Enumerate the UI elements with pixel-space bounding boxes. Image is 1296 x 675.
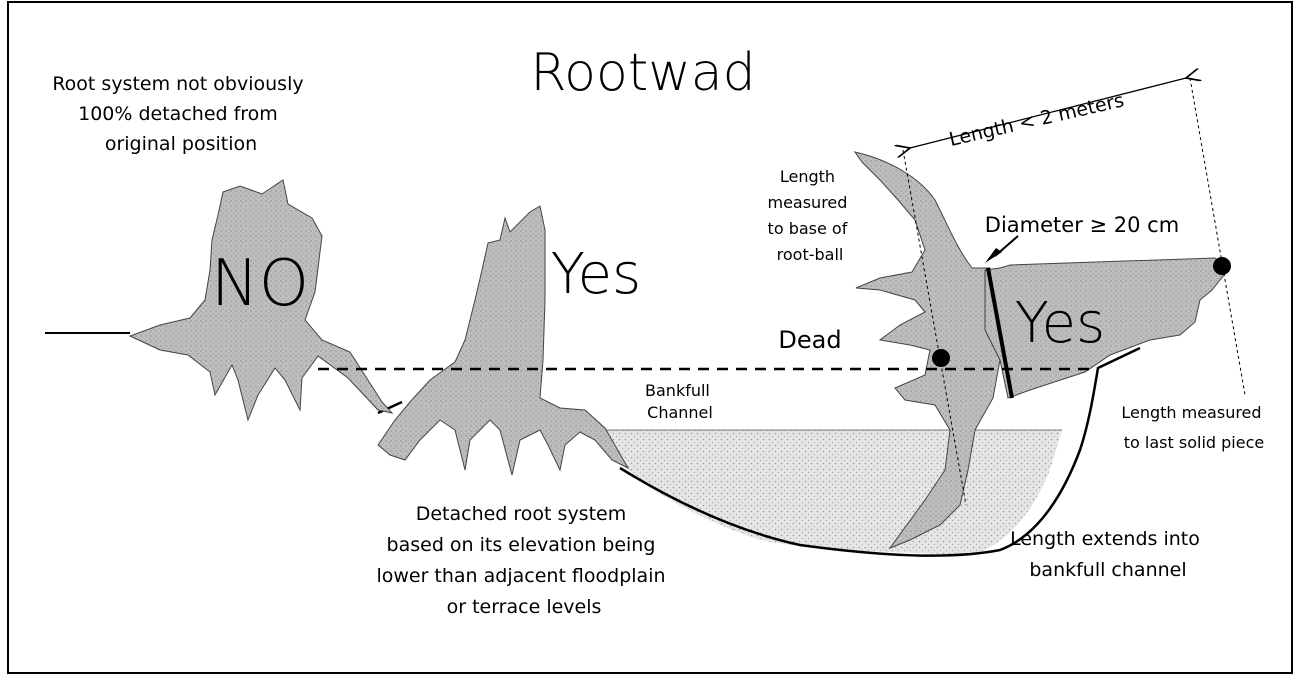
no-label: NO <box>211 247 309 321</box>
diagram-title: Rootwad <box>530 43 755 103</box>
length-end-dot <box>1213 257 1231 275</box>
detached-root-system-note: Detached root system based on its elevat… <box>376 503 671 618</box>
extends-into-channel-note: Length extends into bankfull channel <box>1010 528 1206 581</box>
diameter-arrow-head <box>985 248 1002 263</box>
bankfull-water-area <box>603 430 1062 555</box>
length-guide-right <box>1190 78 1245 395</box>
yes-right-label: Yes <box>1015 291 1105 356</box>
yes-middle-label: Yes <box>551 242 641 307</box>
length-limit-label: Length < 2 meters <box>947 89 1126 151</box>
bankfull-channel-label: Bankfull Channel <box>645 381 715 422</box>
length-base-note: Length measured to base of root-ball <box>767 167 852 264</box>
last-piece-note: Length measured to last solid piece <box>1121 403 1266 452</box>
diameter-label: Diameter ≥ 20 cm <box>985 213 1179 237</box>
not-detached-note: Root system not obviously 100% detached … <box>52 73 309 155</box>
dead-label: Dead <box>778 326 841 354</box>
